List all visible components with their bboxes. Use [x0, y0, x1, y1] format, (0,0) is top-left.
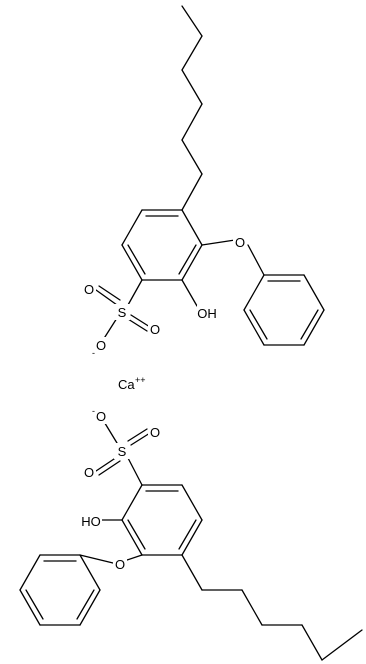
- lower-sulfonyl-oxygen-a: O: [84, 465, 94, 480]
- upper-hydroxyl-group: OH: [181, 279, 217, 321]
- lower-hexyl-chain: [181, 554, 363, 661]
- lower-sulfonate-group: O - O S O: [82, 406, 162, 486]
- upper-sulfonyl-oxygen-a: O: [84, 282, 94, 297]
- upper-sulfonate-group: S O O O -: [82, 279, 162, 358]
- lower-hydroxyl-group: HO: [80, 513, 123, 529]
- lower-benzene-ring: [121, 484, 203, 556]
- upper-anion-oxygen: O: [96, 338, 106, 353]
- lower-phenoxy-group: O: [19, 554, 143, 626]
- upper-phenoxy-group: O: [201, 234, 325, 346]
- lower-sulfur-label: S: [118, 444, 127, 459]
- upper-molecule: S O O O - OH O: [82, 5, 325, 358]
- calcium-counter-ion: Ca ++: [118, 375, 146, 392]
- upper-sulfur-label: S: [118, 305, 127, 320]
- upper-ether-oxygen: O: [235, 235, 245, 250]
- lower-sulfonyl-oxygen-b: O: [150, 425, 160, 440]
- upper-hydroxyl-label: OH: [197, 306, 217, 321]
- upper-anion-charge: -: [92, 348, 95, 358]
- lower-hydroxyl-label: HO: [81, 514, 101, 529]
- lower-ether-oxygen: O: [115, 557, 125, 572]
- calcium-charge: ++: [135, 375, 146, 385]
- lower-anion-oxygen: O: [96, 409, 106, 424]
- calcium-label: Ca: [118, 377, 135, 392]
- upper-benzene-ring: [121, 209, 203, 281]
- upper-sulfonyl-oxygen-b: O: [150, 322, 160, 337]
- lower-anion-charge: -: [92, 406, 95, 416]
- upper-hexyl-chain: [181, 5, 203, 211]
- lower-molecule: O - O S O HO: [19, 406, 363, 661]
